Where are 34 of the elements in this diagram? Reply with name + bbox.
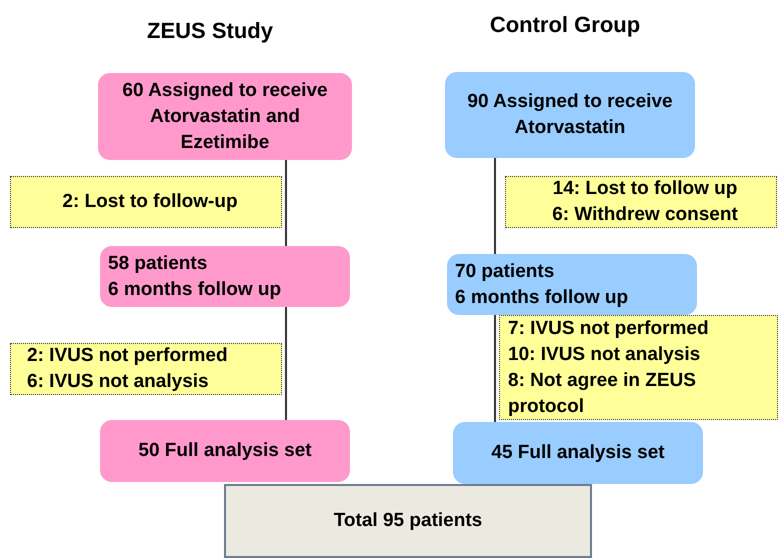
process-box <box>100 420 350 482</box>
total-box <box>224 484 592 558</box>
box-text: 14: Lost to follow up <box>552 177 738 201</box>
connector-line <box>494 158 496 254</box>
process-box <box>453 422 703 484</box>
note-box <box>499 315 778 420</box>
box-text: 50 Full analysis set <box>138 439 312 463</box>
box-text: 90 Assigned to receive Atorvastatin <box>466 90 674 140</box>
process-box <box>445 72 695 158</box>
process-box <box>447 254 697 315</box>
note-box <box>10 343 282 395</box>
column-heading: Control Group <box>488 11 642 39</box>
box-text: 58 patients <box>108 252 208 276</box>
box-text: 8: Not agree in ZEUS protocol <box>508 368 697 418</box>
box-text: 2: Lost to follow-up <box>62 190 238 214</box>
box-text: 45 Full analysis set <box>491 441 665 465</box>
connector-line <box>285 160 287 246</box>
box-text: 2: IVUS not performed <box>27 344 228 368</box>
box-text: Total 95 patients <box>334 509 482 533</box>
box-text: 6 months follow up <box>108 278 282 302</box>
note-box <box>10 176 282 228</box>
box-text: 6: Withdrew consent <box>552 203 738 227</box>
note-box <box>505 176 777 228</box>
box-text: 7: IVUS not performed <box>508 316 709 340</box>
box-text: 6: IVUS not analysis <box>27 370 209 394</box>
box-text: 10: IVUS not analysis <box>508 342 700 366</box>
box-text: 70 patients <box>455 260 554 284</box>
box-text: 6 months follow up <box>455 286 628 310</box>
process-box <box>98 73 352 160</box>
connector-line <box>494 315 496 422</box>
connector-line <box>285 307 287 420</box>
column-heading: ZEUS Study <box>146 17 274 45</box>
process-box <box>100 246 350 307</box>
box-text: 60 Assigned to receive Atorvastatin and Ezetimibe <box>121 78 329 154</box>
